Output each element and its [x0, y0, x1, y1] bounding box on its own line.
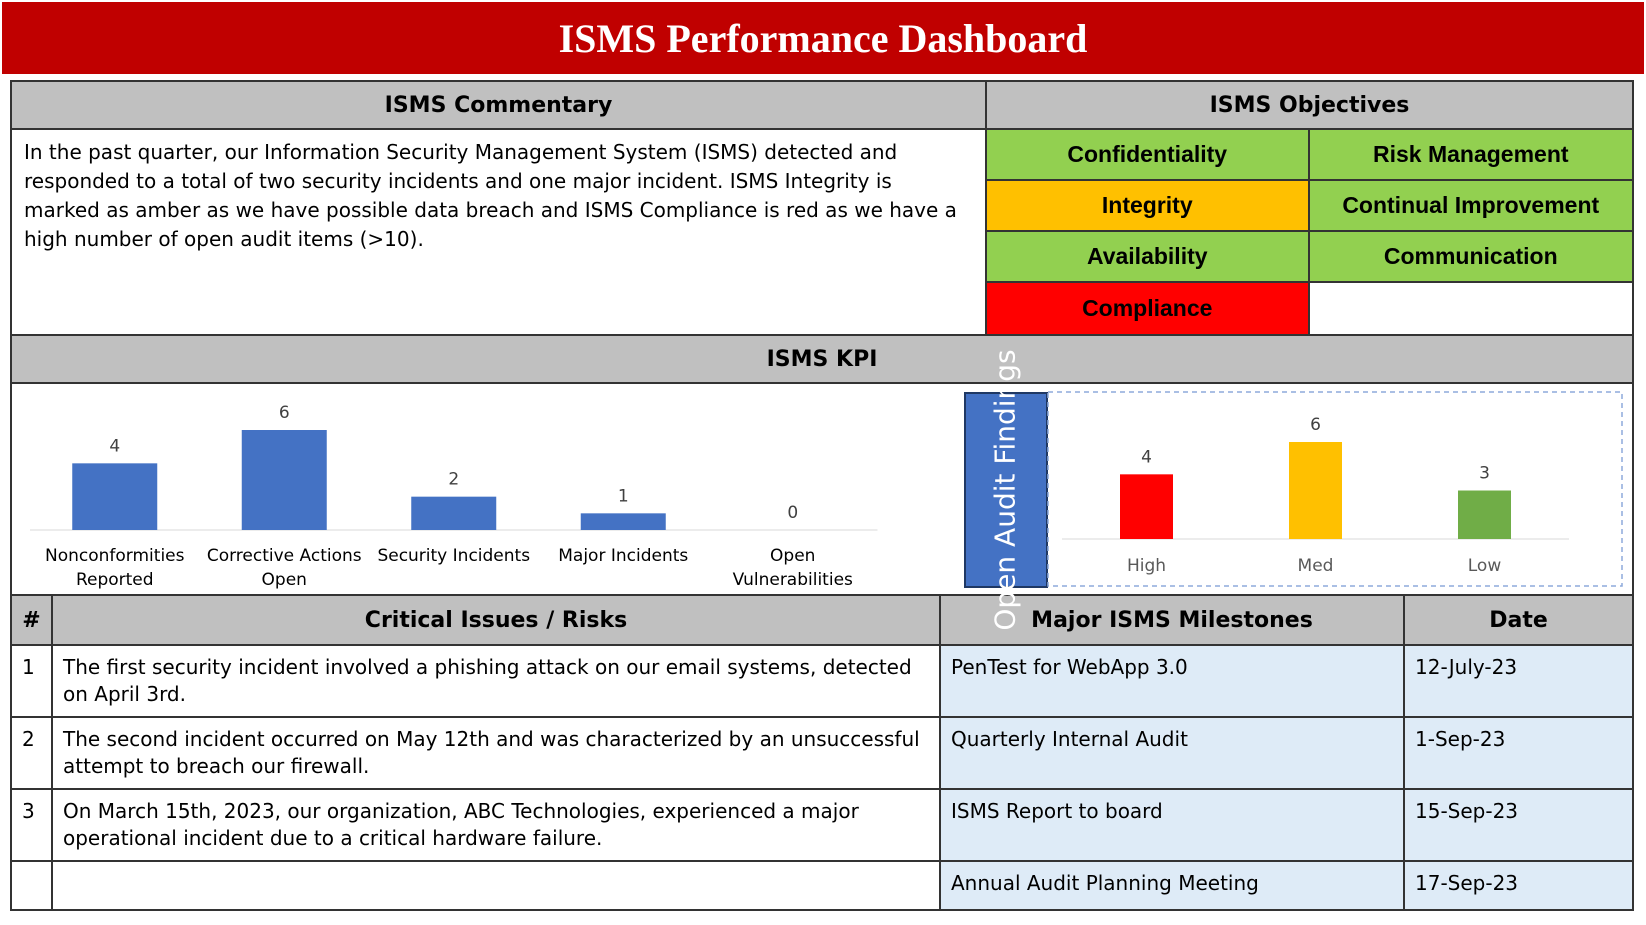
issue-number: 3 — [12, 788, 53, 862]
page-title: ISMS Performance Dashboard — [2, 2, 1644, 74]
audit-category-label: High — [1127, 556, 1166, 576]
kpi-category-label: Major Incidents — [558, 546, 688, 566]
commentary-text[interactable]: In the past quarter, our Information Sec… — [24, 140, 957, 251]
issue-number: 1 — [12, 644, 53, 718]
issue-number: 2 — [12, 716, 53, 790]
table-row: 2 The second incident occurred on May 12… — [12, 716, 1632, 790]
audit-chart-border — [1047, 391, 1623, 587]
audit-bar — [1289, 442, 1342, 539]
milestone-name[interactable]: PenTest for WebApp 3.0 — [939, 644, 1405, 718]
audit-data-label: 3 — [1479, 464, 1490, 484]
milestone-date[interactable]: 15-Sep-23 — [1403, 788, 1632, 862]
audit-findings-label: Open Audit Findings — [989, 349, 1022, 631]
kpi-bar — [411, 496, 497, 530]
column-header-issues: Critical Issues / Risks — [51, 596, 941, 646]
audit-data-label: 6 — [1310, 415, 1321, 435]
kpi-category-label: Security Incidents — [377, 546, 530, 566]
objective-empty-cell — [1309, 283, 1632, 334]
issues-milestones-table: # Critical Issues / Risks Major ISMS Mil… — [12, 596, 1632, 909]
objective-risk-management[interactable]: Risk Management — [1309, 130, 1632, 181]
kpi-category-label: Open — [262, 570, 307, 590]
milestone-date[interactable]: 17-Sep-23 — [1403, 860, 1632, 909]
kpi-data-label: 1 — [618, 486, 629, 506]
milestone-date[interactable]: 1-Sep-23 — [1403, 716, 1632, 790]
column-header-number: # — [12, 596, 53, 646]
kpi-data-label: 2 — [448, 470, 459, 490]
audit-bar — [1120, 474, 1173, 539]
issue-text[interactable]: The second incident occurred on May 12th… — [51, 716, 941, 790]
kpi-header: ISMS KPI — [12, 336, 1632, 384]
issue-text[interactable]: The first security incident involved a p… — [51, 644, 941, 718]
kpi-category-label: Corrective Actions — [207, 546, 362, 566]
table-row: 3 On March 15th, 2023, our organization,… — [12, 788, 1632, 862]
objective-confidentiality[interactable]: Confidentiality — [987, 130, 1310, 181]
table-row: Annual Audit Planning Meeting 17-Sep-23 — [12, 860, 1632, 909]
issue-number — [12, 860, 53, 909]
kpi-data-label: 4 — [109, 436, 120, 456]
kpi-category-label: Open — [770, 546, 815, 566]
objective-availability[interactable]: Availability — [987, 232, 1310, 283]
milestone-name[interactable]: Quarterly Internal Audit — [939, 716, 1405, 790]
column-header-date: Date — [1403, 596, 1632, 646]
kpi-data-label: 0 — [787, 503, 798, 523]
audit-data-label: 4 — [1141, 447, 1152, 467]
table-header-row: # Critical Issues / Risks Major ISMS Mil… — [12, 596, 1632, 646]
objective-compliance[interactable]: Compliance — [987, 283, 1310, 334]
audit-category-label: Med — [1298, 556, 1334, 576]
milestone-name[interactable]: Annual Audit Planning Meeting — [939, 860, 1405, 909]
commentary-header: ISMS Commentary — [12, 82, 985, 130]
commentary-panel: ISMS Commentary In the past quarter, our… — [12, 82, 987, 334]
objectives-header: ISMS Objectives — [987, 82, 1632, 130]
kpi-bar — [72, 463, 158, 530]
objective-continual-improvement[interactable]: Continual Improvement — [1309, 181, 1632, 232]
kpi-category-label: Nonconformities — [45, 546, 185, 566]
column-header-milestones: Major ISMS Milestones — [939, 596, 1405, 646]
top-row: ISMS Commentary In the past quarter, our… — [12, 82, 1632, 336]
kpi-bar — [241, 430, 327, 530]
milestone-date[interactable]: 12-July-23 — [1403, 644, 1632, 718]
kpi-data-label: 6 — [279, 403, 290, 423]
issue-text[interactable] — [51, 860, 941, 909]
kpi-category-label: Reported — [76, 570, 154, 590]
objective-integrity[interactable]: Integrity — [987, 181, 1310, 232]
table-row: 1 The first security incident involved a… — [12, 644, 1632, 718]
milestone-name[interactable]: ISMS Report to board — [939, 788, 1405, 862]
audit-findings-label-box: Open Audit Findings — [964, 349, 1048, 631]
dashboard-grid: ISMS Commentary In the past quarter, our… — [10, 80, 1634, 911]
audit-bar — [1458, 490, 1511, 539]
kpi-category-label: Vulnerabilities — [733, 570, 853, 590]
kpi-bar — [580, 513, 666, 530]
issue-text[interactable]: On March 15th, 2023, our organization, A… — [51, 788, 941, 862]
objective-communication[interactable]: Communication — [1309, 232, 1632, 283]
objectives-panel: ISMS Objectives Confidentiality Risk Man… — [987, 82, 1632, 334]
audit-category-label: Low — [1468, 556, 1502, 576]
objectives-grid: Confidentiality Risk Management Integrit… — [987, 130, 1632, 334]
